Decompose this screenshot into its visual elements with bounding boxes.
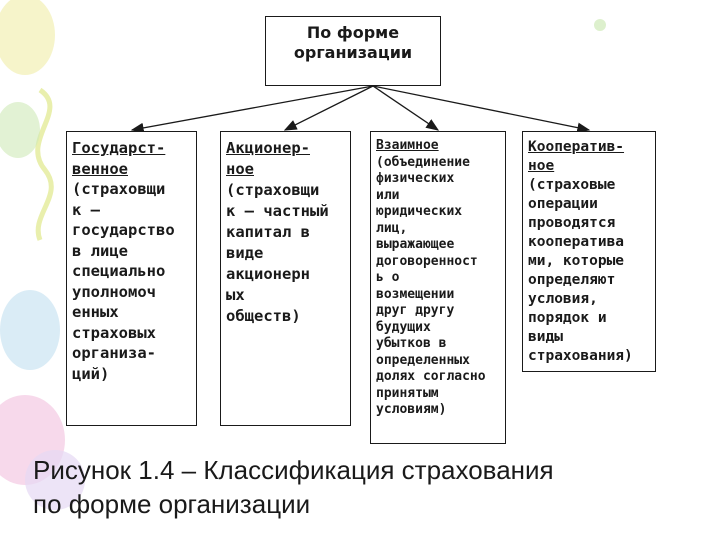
root-node-line-1: По форме — [306, 23, 400, 42]
connector-to-col-1 — [130, 85, 374, 134]
root-node: По форме организации — [265, 16, 441, 86]
decor-balloon-yellow — [0, 0, 55, 75]
root-node-line-2: организации — [293, 43, 413, 62]
connector-to-col-2 — [283, 85, 374, 131]
decor-dot-green — [594, 19, 606, 31]
node-state: Государст- венное (страховщи к – государ… — [66, 131, 197, 426]
decor-circle-green — [0, 102, 40, 158]
node-cooperative: Кооператив- ное (страховые операции пров… — [522, 131, 656, 372]
figure-caption: Рисунок 1.4 – Классификация страхования … — [33, 455, 554, 519]
node-cooperative-title: Кооператив- ное — [528, 139, 625, 174]
decor-circle-blue — [0, 290, 60, 370]
node-joint-stock: Акционер- ное (страховщи к – частный кап… — [220, 131, 351, 426]
node-mutual-title: Взаимное — [376, 138, 439, 153]
node-mutual: Взаимное (объединение физических или юри… — [370, 131, 506, 444]
node-joint-stock-title: Акционер- ное — [226, 139, 310, 178]
decor-circle-lilac — [25, 450, 85, 510]
decor-swirl — [35, 87, 54, 241]
node-joint-stock-body: (страховщи к – частный капитал в виде ак… — [226, 181, 329, 325]
connector-to-col-3 — [372, 85, 440, 131]
node-state-body: (страховщи к – государство в лице специа… — [72, 180, 175, 383]
connector-to-col-4 — [372, 85, 591, 133]
node-state-title: Государст- венное — [72, 139, 166, 178]
node-cooperative-body: (страховые операции проводятся кооперати… — [528, 177, 633, 364]
node-mutual-body: (объединение физических или юридических … — [376, 154, 486, 418]
